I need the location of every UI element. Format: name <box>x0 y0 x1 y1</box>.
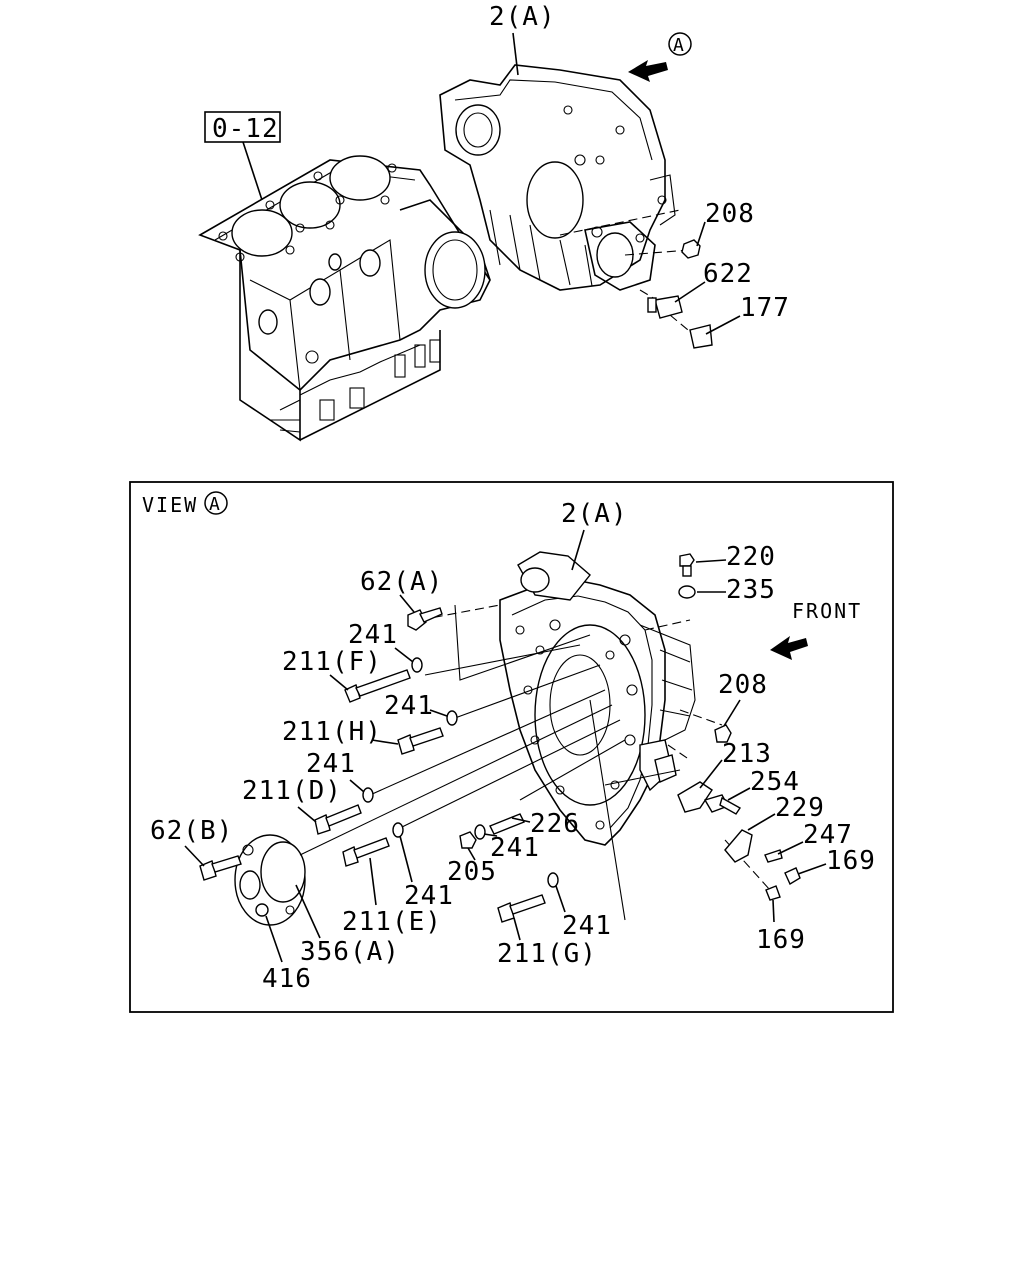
callout-leader <box>399 835 413 883</box>
callout-label: 220 <box>726 542 776 572</box>
arrow-front-icon <box>770 636 808 660</box>
flywheel-housing-upper-illustration <box>439 64 676 291</box>
callout-leader <box>723 699 741 727</box>
callout-label: 208 <box>705 199 755 229</box>
callout-label: 62(B) <box>150 816 233 846</box>
callout-leader <box>369 857 377 906</box>
callout-label: 62(A) <box>360 567 443 597</box>
view-a-title: VIEW A <box>142 491 228 517</box>
reference-box: 0-12 <box>204 111 281 201</box>
view-a-frame <box>129 481 894 1013</box>
callout-leader <box>265 915 283 963</box>
callout-leader <box>297 806 317 823</box>
callout-label: 208 <box>718 670 768 700</box>
callout-label: 169 <box>756 925 806 955</box>
callout-leader <box>329 674 349 691</box>
front-label: FRONT <box>792 599 862 623</box>
lower-callouts: 2(A) 220 235 62(A) 241 211(F) 241 211(H)… <box>150 499 876 994</box>
callout-label: 2(A) <box>489 2 556 32</box>
callout-leader <box>371 739 399 745</box>
callout-leader <box>513 917 521 941</box>
fasteners <box>199 553 801 923</box>
cylinder-block-illustration <box>198 155 491 442</box>
callout-label: 169 <box>826 846 876 876</box>
arrow-left-icon <box>628 60 668 82</box>
callout-label: 622 <box>703 259 753 289</box>
callout-label: 356(A) <box>300 937 400 967</box>
callout-leader <box>184 845 205 867</box>
reference-box-frame <box>204 111 281 143</box>
callout-leader <box>747 813 776 831</box>
rear-cover-illustration <box>234 834 306 926</box>
view-marker-letter: A <box>673 35 684 56</box>
assembly-lines <box>299 604 771 921</box>
callout-leader <box>399 594 415 613</box>
view-marker-letter: A <box>209 494 220 515</box>
callout-label: 211(F) <box>282 647 382 677</box>
callout-label: 241 <box>490 833 540 863</box>
callout-label: 211(G) <box>497 939 597 969</box>
upper-small-parts <box>559 209 713 349</box>
callout-label: 416 <box>262 964 312 994</box>
callout-label: 254 <box>750 767 800 797</box>
reference-box-label: 0-12 <box>212 114 279 144</box>
callout-label: 211(E) <box>342 907 442 937</box>
callout-leader <box>699 759 723 789</box>
callout-leader <box>772 899 775 923</box>
reference-leader <box>242 141 263 201</box>
callout-label: 241 <box>384 691 434 721</box>
view-a-arrow-icon: A <box>628 32 692 82</box>
callout-label: 177 <box>740 293 790 323</box>
callout-label: 211(H) <box>282 717 382 747</box>
callout-leader <box>777 841 804 855</box>
callout-label: 213 <box>722 739 772 769</box>
callout-leader <box>394 647 414 663</box>
callout-label: 205 <box>447 857 497 887</box>
callout-leader <box>727 787 751 801</box>
view-marker-circle <box>668 32 692 56</box>
callout-leader <box>295 884 321 939</box>
callout-label: 211(D) <box>242 776 342 806</box>
callout-label: 2(A) <box>561 499 628 529</box>
callout-leader <box>797 863 827 875</box>
callout-leader <box>349 779 365 793</box>
callout-leader <box>696 221 706 247</box>
callout-label: 241 <box>562 911 612 941</box>
view-marker-circle <box>204 491 228 515</box>
callout-label: 241 <box>404 881 454 911</box>
callout-leader <box>429 709 448 717</box>
callout-leader <box>511 817 531 823</box>
callout-leader <box>467 847 476 861</box>
callout-leader <box>705 315 741 335</box>
callout-label: 241 <box>306 749 356 779</box>
callout-label: 235 <box>726 575 776 605</box>
callout-leader <box>571 529 585 571</box>
callout-label: 229 <box>775 793 825 823</box>
callout-label: 241 <box>348 620 398 650</box>
front-indicator: FRONT <box>770 599 862 660</box>
callout-label: 226 <box>530 809 580 839</box>
flywheel-housing-lower-illustration <box>499 551 696 846</box>
callout-leader <box>674 281 706 303</box>
callout-leader <box>483 833 498 837</box>
upper-callouts: 2(A) 208 622 177 <box>489 2 790 335</box>
callout-label: 247 <box>803 820 853 850</box>
callout-leader <box>512 32 519 76</box>
callout-leader <box>555 885 566 913</box>
view-title-text: VIEW <box>142 493 198 517</box>
callout-leader <box>695 559 727 563</box>
